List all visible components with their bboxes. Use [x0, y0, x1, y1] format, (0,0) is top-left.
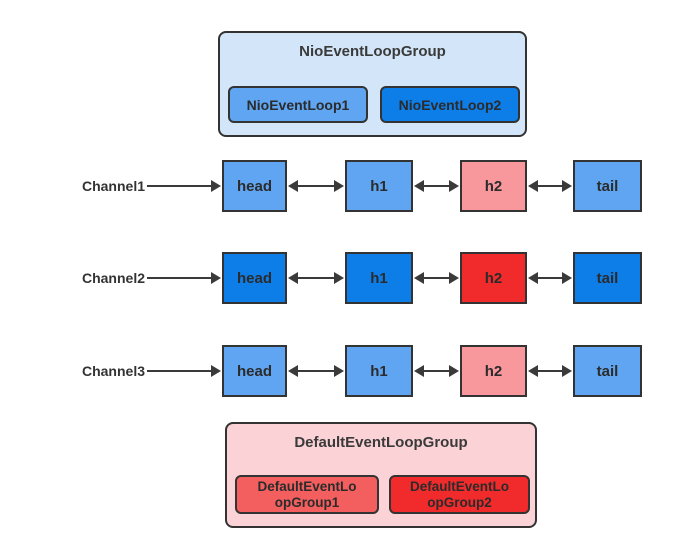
channel2-node-tail: tail [573, 252, 642, 304]
node-label: tail [596, 362, 619, 380]
node-label: h1 [370, 269, 388, 287]
node-label: h1 [370, 362, 388, 380]
channel2-link-h1-h2 [414, 272, 459, 284]
channel3-link-h1-h2 [414, 365, 459, 377]
nio-event-loop-1-label: NioEventLoop1 [246, 96, 350, 113]
nio-group-title: NioEventLoopGroup [299, 43, 446, 60]
node-label: tail [596, 269, 619, 287]
node-label: head [236, 177, 272, 195]
channel2-link-h2-tail [528, 272, 572, 284]
channel1-node-head: head [222, 160, 287, 212]
nio-event-loop-1-box: NioEventLoop1 [228, 86, 368, 123]
channel1-node-h2: h2 [460, 160, 527, 212]
default-loop-2-label-line2: opGroup2 [427, 494, 492, 510]
channel1-node-h1: h1 [345, 160, 413, 212]
channel2-row: Channel2 head h1 h2 tail [0, 252, 679, 304]
nio-event-loop-group-box: NioEventLoopGroup NioEventLoop1 NioEvent… [218, 31, 527, 137]
node-label: h1 [370, 177, 388, 195]
channel2-node-head: head [222, 252, 287, 304]
nio-event-loop-2-box: NioEventLoop2 [380, 86, 520, 123]
channel3-node-head: head [222, 345, 287, 397]
channel2-label: Channel2 [81, 270, 145, 286]
channel3-node-h2: h2 [460, 345, 527, 397]
node-label: head [236, 362, 272, 380]
channel2-arrow [147, 272, 221, 284]
channel3-node-tail: tail [573, 345, 642, 397]
nio-event-loop-2-label: NioEventLoop2 [398, 96, 502, 113]
default-loop-1-label-line1: DefaultEventLo [257, 478, 357, 494]
channel3-arrow [147, 365, 221, 377]
channel2-link-head-h1 [288, 272, 344, 284]
node-label: head [236, 269, 272, 287]
channel1-link-head-h1 [288, 180, 344, 192]
node-label: h2 [484, 177, 503, 195]
channel1-link-h1-h2 [414, 180, 459, 192]
default-event-loop-group-1-box: DefaultEventLo opGroup1 [235, 475, 379, 514]
channel3-label: Channel3 [81, 363, 145, 379]
default-loop-1-label-line2: opGroup1 [274, 494, 340, 510]
default-event-loop-group-2-box: DefaultEventLo opGroup2 [389, 475, 530, 514]
channel3-link-h2-tail [528, 365, 572, 377]
node-label: tail [596, 177, 619, 195]
channel2-node-h2: h2 [460, 252, 527, 304]
channel2-node-h1: h1 [345, 252, 413, 304]
channel3-row: Channel3 head h1 h2 tail [0, 345, 679, 397]
default-event-loop-group-box: DefaultEventLoopGroup DefaultEventLo opG… [225, 422, 537, 528]
channel1-link-h2-tail [528, 180, 572, 192]
default-group-title: DefaultEventLoopGroup [294, 434, 468, 451]
node-label: h2 [484, 362, 503, 380]
channel3-node-h1: h1 [345, 345, 413, 397]
channel3-link-head-h1 [288, 365, 344, 377]
channel1-arrow [147, 180, 221, 192]
channel1-node-tail: tail [573, 160, 642, 212]
node-label: h2 [484, 269, 503, 287]
default-loop-2-label-line1: DefaultEventLo [409, 478, 509, 494]
channel1-row: Channel1 head h1 h2 tail [0, 160, 679, 212]
channel1-label: Channel1 [81, 178, 145, 194]
